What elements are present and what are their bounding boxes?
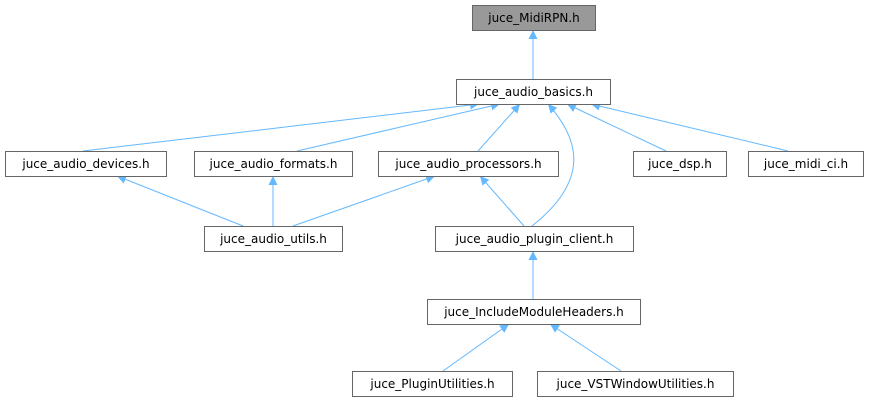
edge-dsp-to-basics (566, 103, 667, 152)
node-midici[interactable]: juce_midi_ci.h (748, 151, 864, 177)
edge-pluginclient-to-basics (531, 103, 575, 227)
edge-formats-to-basics (296, 101, 501, 152)
node-formats[interactable]: juce_audio_formats.h (194, 151, 353, 177)
node-basics[interactable]: juce_audio_basics.h (456, 79, 611, 105)
node-box-devices[interactable] (5, 151, 167, 177)
node-devices[interactable]: juce_audio_devices.h (5, 151, 167, 177)
node-box-pluginclient[interactable] (435, 226, 634, 252)
node-box-basics[interactable] (456, 79, 611, 105)
edge-midici-to-basics (590, 101, 789, 152)
node-box-processors[interactable] (378, 151, 559, 177)
node-box-midirpn (472, 5, 596, 31)
node-box-formats[interactable] (194, 151, 353, 177)
node-label-dsp: juce_dsp.h (647, 157, 712, 171)
edge-processors-to-basics (477, 103, 521, 152)
node-label-midici: juce_midi_ci.h (763, 157, 848, 171)
node-dsp[interactable]: juce_dsp.h (633, 151, 727, 177)
node-label-pluginclient: juce_audio_plugin_client.h (455, 232, 614, 246)
node-label-midirpn: juce_MidiRPN.h (487, 11, 580, 25)
node-includemodule[interactable]: juce_IncludeModuleHeaders.h (427, 299, 641, 325)
edge-pluginclient-to-processors (479, 175, 525, 227)
edge-pluginutilities-to-includemodule (442, 323, 510, 372)
node-label-utils: juce_audio_utils.h (219, 232, 327, 246)
node-label-processors: juce_audio_processors.h (394, 157, 541, 171)
node-label-vstwindow: juce_VSTWindowUtilities.h (556, 377, 715, 391)
node-processors[interactable]: juce_audio_processors.h (378, 151, 559, 177)
node-box-vstwindow[interactable] (537, 371, 734, 397)
node-utils[interactable]: juce_audio_utils.h (204, 226, 343, 252)
edge-devices-to-basics (82, 100, 480, 152)
edges-layer (82, 30, 789, 372)
node-label-formats: juce_audio_formats.h (209, 157, 338, 171)
node-pluginclient[interactable]: juce_audio_plugin_client.h (435, 226, 634, 252)
node-label-pluginutilities: juce_PluginUtilities.h (369, 377, 494, 391)
edge-utils-to-devices (116, 175, 244, 227)
node-box-midici[interactable] (748, 151, 864, 177)
node-box-includemodule[interactable] (427, 299, 641, 325)
node-label-includemodule: juce_IncludeModuleHeaders.h (443, 305, 624, 319)
nodes-layer: juce_MidiRPN.h juce_audio_basics.h juce_au… (5, 5, 864, 397)
node-vstwindow[interactable]: juce_VSTWindowUtilities.h (537, 371, 734, 397)
node-pluginutilities[interactable]: juce_PluginUtilities.h (352, 371, 513, 397)
node-box-pluginutilities[interactable] (352, 371, 513, 397)
node-label-basics: juce_audio_basics.h (473, 85, 593, 99)
edge-utils-to-processors (292, 174, 436, 227)
node-midirpn: juce_MidiRPN.h (472, 5, 596, 31)
node-box-dsp[interactable] (633, 151, 727, 177)
node-label-devices: juce_audio_devices.h (21, 157, 149, 171)
node-box-utils[interactable] (204, 226, 343, 252)
edge-vstwindow-to-includemodule (549, 323, 622, 372)
